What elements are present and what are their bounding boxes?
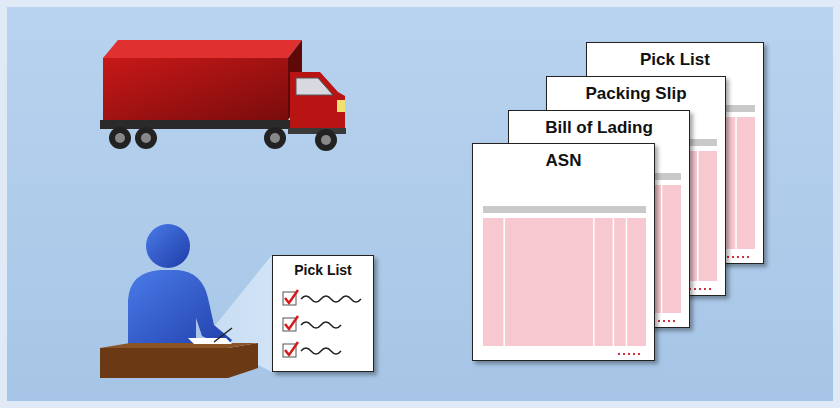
pick-list-card: Pick List [272, 255, 374, 372]
shipping-document: ASN [472, 143, 655, 361]
document-title: Pick List [587, 50, 763, 70]
document-table [473, 144, 656, 362]
document-title: ASN [473, 151, 654, 171]
document-title: Packing Slip [547, 84, 725, 104]
truck [100, 40, 346, 151]
document-title: Bill of Lading [509, 118, 689, 138]
document-title: Pick List [273, 262, 373, 278]
background-panel [7, 7, 833, 401]
person-at-desk [100, 224, 258, 378]
